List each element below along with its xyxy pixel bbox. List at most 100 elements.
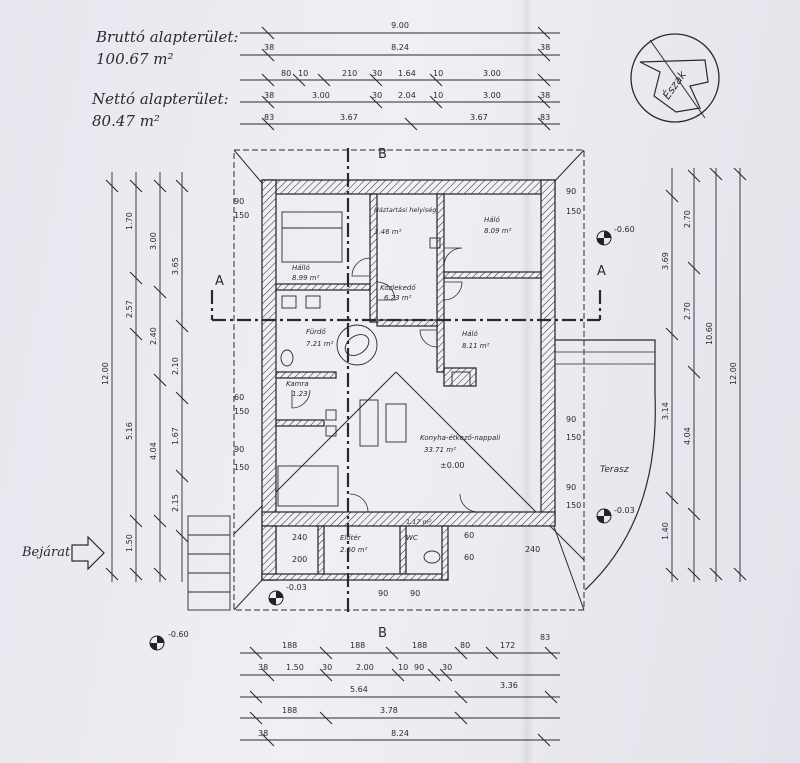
svg-text:3.67: 3.67 <box>340 113 358 122</box>
svg-text:WC: WC <box>406 534 418 542</box>
svg-text:240: 240 <box>525 545 540 554</box>
netto-value: 80.47 m² <box>92 112 160 130</box>
svg-text:3.00: 3.00 <box>483 91 501 100</box>
svg-text:-0.03: -0.03 <box>614 506 635 515</box>
svg-text:4.04: 4.04 <box>683 427 692 445</box>
svg-text:Háztartási helyiség: Háztartási helyiség <box>374 206 436 214</box>
svg-text:Kamra: Kamra <box>286 380 309 388</box>
svg-text:Fürdő: Fürdő <box>306 327 327 336</box>
svg-text:38: 38 <box>264 91 274 100</box>
svg-text:Előtér: Előtér <box>340 533 362 542</box>
bottom-dimensions <box>240 646 560 747</box>
svg-text:3.36: 3.36 <box>500 681 518 690</box>
level-marker-icon <box>596 230 612 246</box>
svg-text:12.00: 12.00 <box>101 362 110 385</box>
svg-text:60: 60 <box>464 553 474 562</box>
svg-text:10: 10 <box>433 91 443 100</box>
svg-text:60: 60 <box>234 393 244 402</box>
svg-text:2.40: 2.40 <box>149 327 158 345</box>
svg-text:30: 30 <box>322 663 332 672</box>
fixtures <box>277 211 471 564</box>
svg-text:2.70: 2.70 <box>683 210 692 228</box>
svg-text:3.00: 3.00 <box>483 69 501 78</box>
svg-text:Közlekedő: Közlekedő <box>380 283 416 292</box>
level-marker-icon <box>596 508 612 524</box>
svg-text:A: A <box>597 264 606 279</box>
svg-text:188: 188 <box>350 641 365 650</box>
top-dimensions <box>240 26 560 131</box>
svg-text:90: 90 <box>566 483 576 492</box>
svg-text:3.69: 3.69 <box>661 252 670 270</box>
svg-text:200: 200 <box>292 555 307 564</box>
svg-text:83: 83 <box>264 113 274 122</box>
doors <box>291 247 479 513</box>
svg-text:83: 83 <box>540 113 550 122</box>
svg-text:90: 90 <box>414 663 424 672</box>
north-label: Észak <box>660 68 689 102</box>
svg-text:2.57: 2.57 <box>125 300 134 318</box>
roof-outline <box>233 149 585 611</box>
brutto-label: Bruttó alapterület: <box>96 28 239 46</box>
svg-text:Háló: Háló <box>484 216 500 224</box>
svg-text:38: 38 <box>540 43 550 52</box>
svg-text:90: 90 <box>566 187 576 196</box>
room-labels: Hálló 8.99 m² Háztartási helyiség 3.46 m… <box>286 206 512 554</box>
svg-text:90: 90 <box>566 415 576 424</box>
svg-text:3.78: 3.78 <box>380 706 398 715</box>
inner-dimensions: 90 150 90 150 60 150 90 150 90 150 90 15… <box>234 187 581 598</box>
svg-text:150: 150 <box>234 463 249 472</box>
svg-text:150: 150 <box>566 207 581 216</box>
svg-text:5.64: 5.64 <box>350 685 368 694</box>
svg-text:-0.60: -0.60 <box>168 630 189 639</box>
terrace: Terasz <box>555 339 656 591</box>
svg-text:1.70: 1.70 <box>125 212 134 230</box>
svg-text:A: A <box>215 274 224 289</box>
svg-text:Háló: Háló <box>462 330 478 338</box>
north-compass: Észak <box>630 33 720 123</box>
svg-text:210: 210 <box>342 69 357 78</box>
svg-text:1.50: 1.50 <box>125 534 134 552</box>
svg-text:12.00: 12.00 <box>729 362 738 385</box>
svg-text:90: 90 <box>234 445 244 454</box>
svg-text:1.67: 1.67 <box>171 427 180 445</box>
svg-text:80: 80 <box>281 69 291 78</box>
svg-text:6.23 m²: 6.23 m² <box>384 294 412 302</box>
svg-text:3.65: 3.65 <box>171 257 180 275</box>
level-marker-icon <box>149 635 165 651</box>
svg-text:8.99 m²: 8.99 m² <box>292 274 320 282</box>
north-arrow-icon <box>639 59 709 113</box>
section-labels: B B A A <box>215 147 606 641</box>
svg-text:B: B <box>378 626 387 641</box>
terrace-label: Terasz <box>600 465 629 475</box>
svg-text:1.17 m²: 1.17 m² <box>406 518 432 526</box>
svg-text:80: 80 <box>460 641 470 650</box>
svg-text:Hálló: Hálló <box>292 264 310 272</box>
svg-text:3.14: 3.14 <box>661 402 670 420</box>
left-dimension-labels: 12.00 1.70 2.57 5.16 1.50 3.00 2.40 4.04… <box>101 212 180 552</box>
svg-text:Konyha-étkező-nappali: Konyha-étkező-nappali <box>420 433 500 442</box>
svg-text:30: 30 <box>372 69 382 78</box>
brutto-value: 100.67 m² <box>96 50 174 68</box>
svg-text:4.04: 4.04 <box>149 442 158 460</box>
entrance-label: Bejárat <box>22 545 71 560</box>
svg-text:188: 188 <box>282 706 297 715</box>
svg-text:10: 10 <box>398 663 408 672</box>
svg-text:188: 188 <box>282 641 297 650</box>
svg-text:3.00: 3.00 <box>312 91 330 100</box>
right-dimensions <box>665 167 747 582</box>
svg-text:8.09 m²: 8.09 m² <box>484 227 512 235</box>
svg-text:-0.60: -0.60 <box>614 225 635 234</box>
section-lines <box>210 148 602 612</box>
level-marker-icon <box>268 590 284 606</box>
svg-text:1.23: 1.23 <box>292 390 308 398</box>
svg-text:2.70: 2.70 <box>683 302 692 320</box>
netto-label: Nettó alapterület: <box>92 90 229 108</box>
svg-text:1.40: 1.40 <box>661 522 670 540</box>
svg-text:38: 38 <box>258 729 268 738</box>
svg-text:33.71 m²: 33.71 m² <box>424 446 456 454</box>
svg-text:8.11 m²: 8.11 m² <box>462 342 490 350</box>
svg-text:3.67: 3.67 <box>470 113 488 122</box>
svg-text:30: 30 <box>442 663 452 672</box>
svg-text:B: B <box>378 147 387 162</box>
